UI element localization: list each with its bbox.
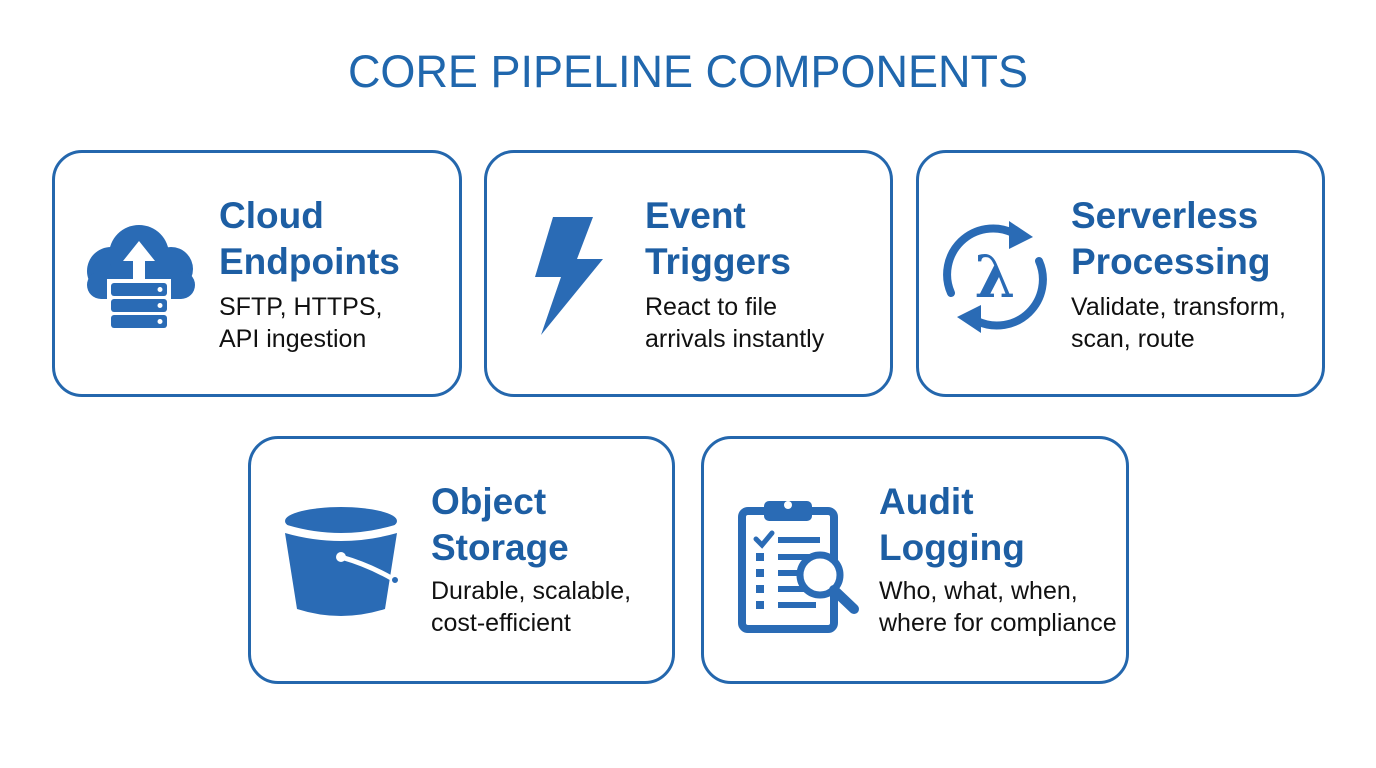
- card-description: SFTP, HTTPS, API ingestion: [219, 291, 382, 355]
- card-description: Validate, transform, scan, route: [1071, 291, 1286, 355]
- heading-line-2: Endpoints: [219, 241, 400, 282]
- clipboard-search-icon: [738, 501, 859, 633]
- description-line-1: SFTP, HTTPS,: [219, 293, 383, 321]
- card-cloud-endpoints: Cloud Endpoints SFTP, HTTPS, API ingesti…: [52, 150, 462, 397]
- svg-text:λ: λ: [975, 243, 1016, 311]
- description-line-1: Validate, transform,: [1071, 293, 1286, 321]
- description-line-1: React to file: [645, 293, 778, 321]
- description-line-1: Who, what, when,: [879, 577, 1078, 605]
- description-line-1: Durable, scalable,: [431, 577, 632, 605]
- page-title: CORE PIPELINE COMPONENTS: [347, 46, 1029, 97]
- card-serverless-processing: λ Serverless Processing Validate, transf…: [916, 150, 1325, 397]
- heading-line-1: Object: [431, 481, 547, 522]
- heading-line-2: Storage: [431, 527, 569, 568]
- description-line-2: where for compliance: [879, 609, 1117, 637]
- card-heading: Event Triggers: [645, 193, 791, 285]
- heading-line-2: Logging: [879, 527, 1025, 568]
- description-line-2: API ingestion: [219, 325, 367, 353]
- card-description: Who, what, when, where for compliance: [879, 575, 1117, 639]
- card-heading: Object Storage: [431, 479, 569, 571]
- heading-line-2: Triggers: [645, 241, 791, 282]
- cloud-upload-server-icon: [87, 225, 195, 331]
- description-line-2: cost-efficient: [431, 609, 571, 637]
- card-audit-logging: Audit Logging Who, what, when, where for…: [701, 436, 1129, 684]
- lambda-cycle-icon: λ: [943, 221, 1047, 333]
- card-description: Durable, scalable, cost-efficient: [431, 575, 631, 639]
- lightning-bolt-icon: [535, 217, 603, 335]
- heading-line-1: Audit: [879, 481, 974, 522]
- heading-line-1: Serverless: [1071, 195, 1259, 236]
- heading-line-2: Processing: [1071, 241, 1271, 282]
- card-description: React to file arrivals instantly: [645, 291, 824, 355]
- card-event-triggers: Event Triggers React to file arrivals in…: [484, 150, 893, 397]
- description-line-2: scan, route: [1071, 325, 1195, 353]
- card-heading: Cloud Endpoints: [219, 193, 400, 285]
- heading-line-1: Event: [645, 195, 746, 236]
- description-line-2: arrivals instantly: [645, 325, 825, 353]
- card-object-storage: Object Storage Durable, scalable, cost-e…: [248, 436, 675, 684]
- heading-line-1: Cloud: [219, 195, 324, 236]
- bucket-icon: [285, 507, 400, 616]
- card-heading: Serverless Processing: [1071, 193, 1270, 285]
- card-heading: Audit Logging: [879, 479, 1025, 571]
